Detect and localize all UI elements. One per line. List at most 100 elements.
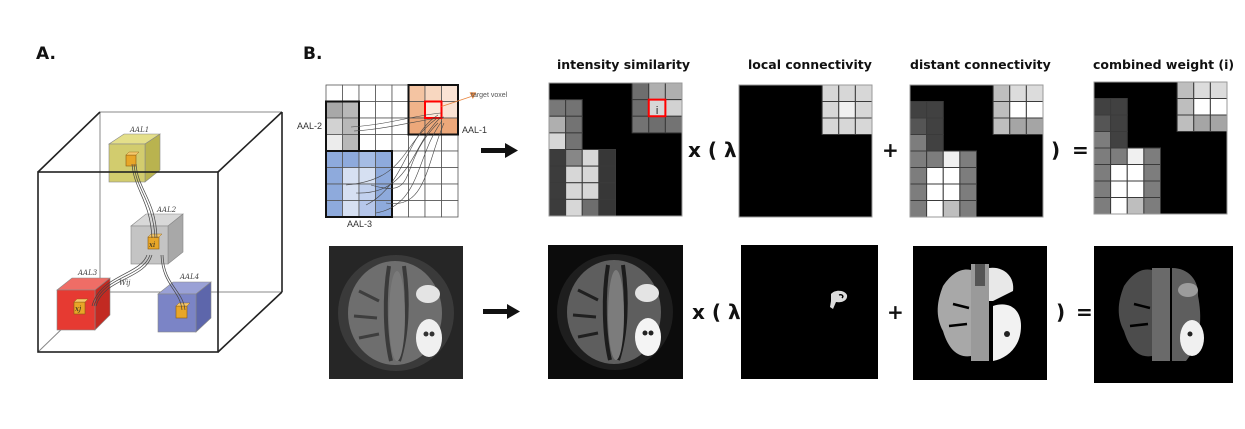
operator-equals: =	[1076, 300, 1093, 324]
mri-distant-connectivity-image	[913, 246, 1047, 380]
atlas-cell	[325, 134, 343, 152]
fiber-path	[350, 112, 442, 128]
matrix-cell	[664, 82, 683, 101]
atlas-cell	[441, 167, 459, 185]
matrix-cell	[1126, 180, 1145, 198]
panel-b-label: B.	[303, 44, 323, 64]
matrix-cell	[1093, 114, 1112, 132]
fiber-path	[370, 122, 439, 189]
fiber-path	[353, 116, 445, 132]
operator-plus: +	[887, 300, 904, 324]
aal3-cube	[56, 277, 111, 331]
atlas-cell	[358, 84, 376, 102]
atlas-cell	[342, 134, 360, 152]
matrix-cell	[1143, 197, 1161, 215]
fiber-path	[385, 122, 445, 204]
matrix-cell	[1093, 180, 1112, 198]
matrix-cell	[992, 84, 1011, 102]
mri-combined-weight-image	[1094, 246, 1233, 383]
matrix-cell	[1176, 81, 1195, 99]
atlas-cell	[441, 183, 459, 201]
atlas-cell	[424, 101, 442, 119]
atlas-cell	[408, 200, 426, 218]
mri-local-connectivity-image	[741, 245, 878, 379]
atlas-cell	[325, 200, 343, 218]
matrix-cell	[565, 165, 583, 184]
matrix-border	[548, 82, 683, 217]
atlas-cell	[358, 134, 376, 152]
matrix-cell	[909, 101, 928, 119]
atlas-cell	[441, 150, 459, 168]
atlas-cell	[391, 183, 409, 201]
matrix-cell	[631, 82, 650, 101]
mri-input-image	[329, 246, 463, 379]
matrix-cell	[1025, 117, 1044, 135]
atlas-cell	[391, 150, 409, 168]
matrix-cell	[565, 198, 583, 217]
matrix-cell	[926, 101, 944, 119]
matrix-cell	[548, 198, 567, 217]
matrix-cell	[909, 200, 928, 218]
arrow-right-icon	[481, 143, 518, 158]
matrix-cell	[1009, 101, 1027, 119]
aal1-grid-label: AAL-1	[462, 125, 488, 135]
matrix-cell	[1193, 98, 1211, 116]
wij-label: Wij	[119, 279, 131, 287]
target-cell-marker: i	[656, 105, 658, 117]
matrix-cell	[548, 99, 567, 117]
matrix-cell	[942, 200, 961, 218]
atlas-cell	[424, 84, 442, 102]
matrix-cell	[1126, 147, 1145, 165]
aal1-cube	[108, 133, 161, 183]
atlas-cell	[342, 84, 360, 102]
xi-label: xi	[149, 241, 155, 249]
matrix-border	[1093, 81, 1228, 215]
atlas-cell	[375, 84, 393, 102]
matrix-intensity-similarity: i	[548, 82, 683, 217]
col-title-combined: combined weight (i)	[1093, 57, 1235, 72]
matrix-cell	[959, 150, 977, 168]
atlas-cell	[375, 117, 393, 135]
matrix-cell	[631, 115, 650, 134]
mri-intensity-image	[548, 245, 683, 379]
atlas-cell	[342, 183, 360, 201]
aal3-region-border	[325, 150, 393, 218]
atlas-cell	[342, 101, 360, 119]
matrix-cell	[821, 117, 840, 135]
aal2-grid-label: AAL-2	[297, 121, 323, 131]
atlas-cell	[342, 117, 360, 135]
matrix-cell	[926, 167, 944, 185]
matrix-cell	[942, 183, 961, 201]
aal4-label: AAL4	[179, 273, 199, 281]
matrix-border	[909, 84, 1044, 218]
matrix-cell	[821, 84, 840, 102]
matrix-cell	[565, 132, 583, 150]
matrix-distant-connectivity	[909, 84, 1044, 218]
matrix-cell	[598, 165, 616, 184]
matrix-cell	[565, 149, 583, 167]
atlas-grid-diagram	[325, 84, 477, 218]
atlas-cell	[424, 134, 442, 152]
matrix-cell	[1176, 98, 1195, 116]
matrix-cell	[942, 150, 961, 168]
matrix-cell	[1110, 98, 1128, 116]
aal1-label: AAL1	[129, 126, 149, 134]
matrix-cell	[992, 117, 1011, 135]
matrix-cell	[581, 198, 600, 217]
atlas-cell	[325, 101, 343, 119]
matrix-cell	[1093, 164, 1112, 182]
xj-label: xj	[75, 305, 82, 313]
matrix-cell	[548, 165, 567, 184]
atlas-cell	[358, 183, 376, 201]
atlas-cell	[325, 183, 343, 201]
atlas-cell	[441, 134, 459, 152]
matrix-cell	[1093, 197, 1112, 215]
operator-close-paren: )	[1056, 300, 1066, 324]
matrix-cell	[548, 132, 567, 150]
matrix-cell	[664, 115, 683, 134]
atlas-cell	[441, 117, 459, 135]
target-cell-highlight	[647, 98, 667, 118]
matrix-cell	[598, 182, 616, 200]
aal4-cube	[157, 281, 212, 333]
matrix-cell	[1110, 197, 1128, 215]
